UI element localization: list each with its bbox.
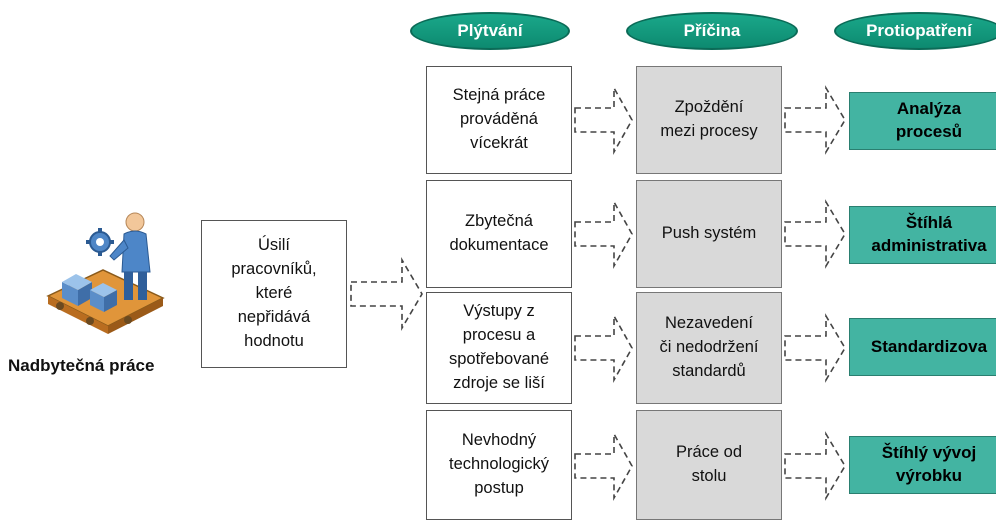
countermeasure-line: Štíhlá	[905, 213, 953, 233]
countermeasure-box-4: Štíhlý vývoj výrobku	[849, 436, 996, 494]
arrow-waste-cause-4	[574, 430, 633, 502]
waste-line: Zbytečná	[465, 212, 533, 231]
cause-line: Zpoždění	[674, 98, 744, 117]
worker-label: Nadbytečná práce	[8, 356, 155, 375]
waste-line: vícekrát	[470, 133, 528, 152]
header-cause-label: Příčina	[683, 21, 741, 40]
countermeasure-line: výrobku	[895, 466, 963, 485]
cause-line: Push systém	[661, 224, 757, 243]
effort-line: pracovníků,	[231, 260, 317, 279]
countermeasure-box-1: Analýza procesů	[849, 92, 996, 150]
cause-box-3: Nezavedení či nedodržení standardů	[636, 292, 782, 404]
waste-box-4: Nevhodný technologický postup	[426, 410, 572, 520]
effort-line: hodnotu	[244, 331, 304, 350]
arrow-cause-counter-4	[784, 431, 846, 501]
cause-box-4: Práce od stolu	[636, 410, 782, 520]
waste-line: Výstupy z	[463, 302, 535, 321]
waste-line: Nevhodný	[461, 431, 537, 450]
countermeasure-line: Standardizova	[870, 336, 988, 356]
waste-line: spotřebované	[449, 350, 549, 368]
arrow-waste-cause-3	[574, 312, 633, 384]
cause-line: Nezavedení	[664, 314, 754, 333]
waste-line: technologický	[449, 455, 549, 474]
waste-line: prováděná	[460, 110, 538, 129]
cause-box-1: Zpoždění mezi procesy	[636, 66, 782, 174]
arrow-effort-to-waste	[350, 257, 423, 331]
cause-line: Práce od	[675, 443, 743, 462]
worker-conveyor-icon	[46, 212, 165, 334]
effort-line: nepřidává	[237, 307, 311, 326]
cause-line: či nedodržení	[659, 338, 759, 357]
waste-box-1: Stejná práce prováděná vícekrát	[426, 66, 572, 174]
arrow-cause-counter-2	[784, 199, 846, 269]
waste-box-2: Zbytečná dokumentace	[426, 180, 572, 288]
waste-line: Stejná práce	[452, 86, 546, 105]
countermeasure-line: procesů	[895, 122, 963, 141]
countermeasure-line: Analýza	[896, 99, 962, 119]
arrow-cause-counter-1	[784, 85, 846, 155]
arrow-cause-counter-3	[784, 313, 846, 383]
effort-line: které	[255, 284, 293, 303]
waste-line: zdroje se liší	[453, 373, 545, 392]
arrow-waste-cause-2	[574, 198, 633, 270]
cause-line: standardů	[672, 361, 746, 380]
cause-line: mezi procesy	[660, 122, 758, 140]
waste-box-3: Výstupy z procesu a spotřebované zdroje se …	[426, 292, 572, 404]
effort-line: Úsilí	[257, 236, 291, 255]
header-waste: Plýtvání	[410, 12, 570, 50]
waste-line: procesu a	[462, 326, 536, 345]
header-waste-label: Plýtvání	[457, 21, 523, 40]
waste-line: postup	[474, 478, 524, 497]
countermeasure-box-2: Štíhlá administrativa	[849, 206, 996, 264]
countermeasure-box-3: Standardizova	[849, 318, 996, 376]
countermeasure-line: Štíhlý vývoj	[881, 443, 977, 463]
effort-box: Úsilí pracovníků, které nepřidává hodnot…	[201, 220, 347, 368]
cause-line: stolu	[691, 467, 727, 485]
arrow-waste-cause-1	[574, 84, 633, 156]
header-countermeasure-label: Protiopatření	[866, 21, 972, 40]
waste-line: dokumentace	[449, 236, 549, 254]
effort-text: Úsilí pracovníků, které nepřidává hodnot…	[231, 234, 316, 354]
cause-box-2: Push systém	[636, 180, 782, 288]
header-cause: Příčina	[626, 12, 798, 50]
countermeasure-line: administrativa	[871, 236, 987, 255]
header-countermeasure: Protiopatření	[834, 12, 996, 50]
